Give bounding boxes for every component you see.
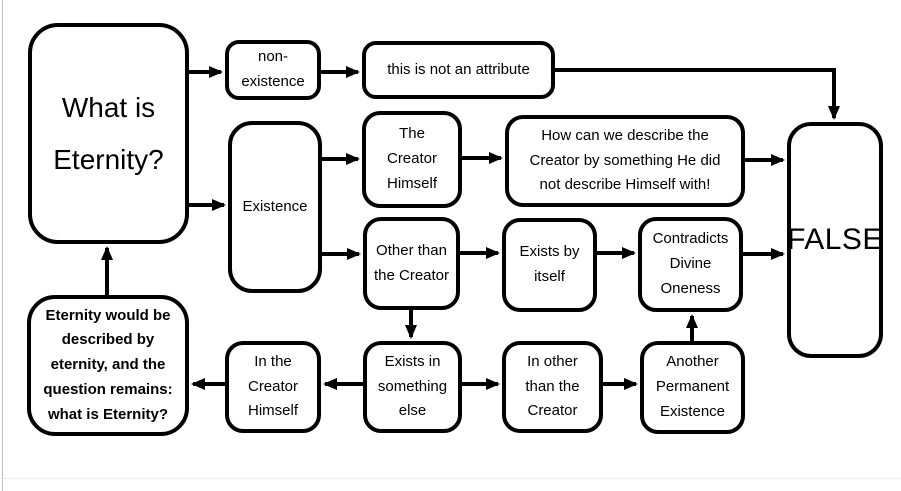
node-non-existence: non- existence — [225, 40, 321, 100]
node-false: FALSE — [787, 122, 883, 358]
node-not-an-attribute: this is not an attribute — [362, 41, 555, 99]
node-exists-by-itself: Exists by itself — [502, 218, 597, 312]
slide-edge-left-line — [2, 0, 3, 491]
node-in-other-than-the-creator: In other than the Creator — [502, 341, 603, 433]
node-contradicts-divine-oneness: Contradicts Divine Oneness — [638, 217, 743, 312]
node-the-creator-himself: The Creator Himself — [362, 111, 462, 208]
node-exists-in-something-else: Exists in something else — [363, 341, 462, 433]
node-another-permanent-existence: Another Permanent Existence — [640, 341, 745, 434]
slide-edge-bottom-line — [0, 478, 901, 479]
node-eternity-loop: Eternity would be described by eternity,… — [27, 295, 189, 436]
arrow-notattribute-to-false — [555, 68, 840, 120]
node-in-the-creator-himself: In the Creator Himself — [225, 341, 321, 433]
node-existence: Existence — [228, 121, 322, 293]
node-how-can-we-describe: How can we describe the Creator by somet… — [505, 115, 745, 207]
node-other-than-the-creator: Other than the Creator — [363, 217, 460, 310]
node-what-is-eternity: What is Eternity? — [28, 23, 189, 244]
